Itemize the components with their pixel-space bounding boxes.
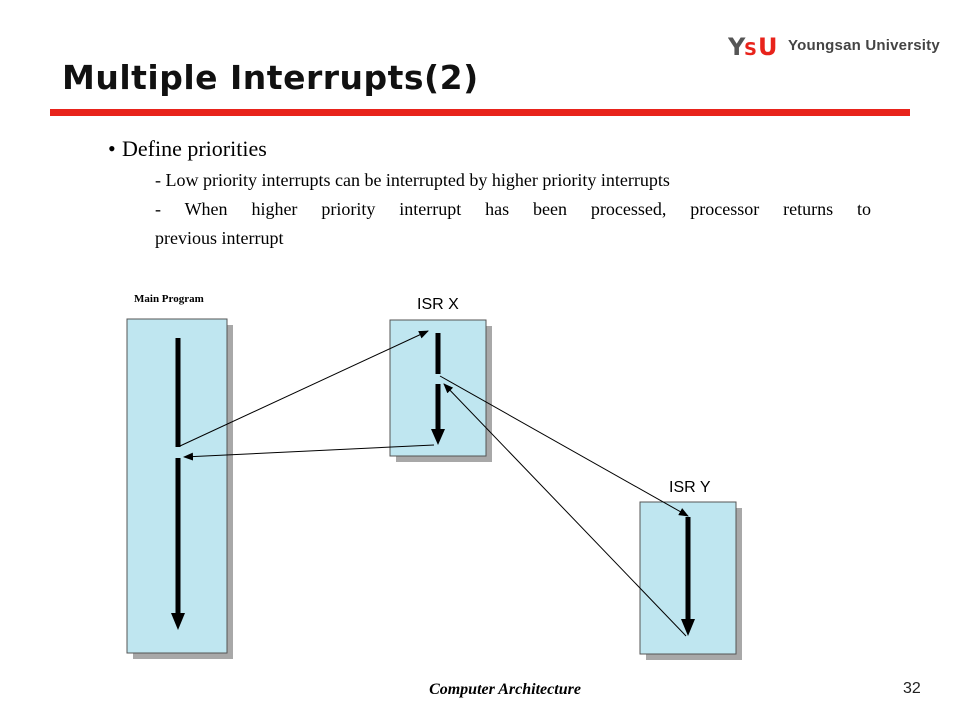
arrow-isr-x-to-main: [183, 444, 435, 461]
ysu-logo-icon: Y S U: [728, 33, 778, 60]
arrow-main-to-isr-x: [179, 330, 429, 447]
logo-text: Youngsan University: [788, 36, 940, 54]
isr-y-label: ISR Y: [669, 479, 711, 496]
footer-course-title: Computer Architecture: [429, 681, 581, 698]
university-logo: Y S U Youngsan University: [728, 30, 940, 60]
svg-text:S: S: [744, 39, 757, 60]
isr-x-box: [389, 319, 492, 462]
isr-x-label: ISR X: [417, 296, 459, 313]
page-title: Multiple Interrupts(2): [62, 58, 479, 97]
main-program-label: Main Program: [134, 293, 204, 305]
page-number: 32: [903, 680, 921, 697]
sub-item-2: - When higher priority interrupt has bee…: [155, 199, 871, 219]
main-program-box: [126, 318, 233, 659]
arrow-isr-x-to-isr-y: [439, 375, 689, 517]
isr-x-arrowhead-icon: [431, 429, 445, 445]
bullet-text: Define priorities: [122, 136, 267, 161]
isr-y-arrowhead-icon: [681, 619, 695, 636]
bullet-define-priorities: •Define priorities: [108, 136, 267, 162]
bullet-dot-icon: •: [108, 136, 116, 161]
main-arrowhead-icon: [171, 613, 185, 630]
svg-text:U: U: [758, 33, 778, 60]
title-divider: [50, 109, 910, 116]
svg-text:Y: Y: [728, 33, 746, 60]
arrow-isr-y-to-isr-x: [443, 383, 687, 637]
isr-y-box: [639, 501, 742, 660]
sub-item-3: previous interrupt: [155, 228, 284, 248]
sub-item-1: - Low priority interrupts can be interru…: [155, 170, 670, 190]
